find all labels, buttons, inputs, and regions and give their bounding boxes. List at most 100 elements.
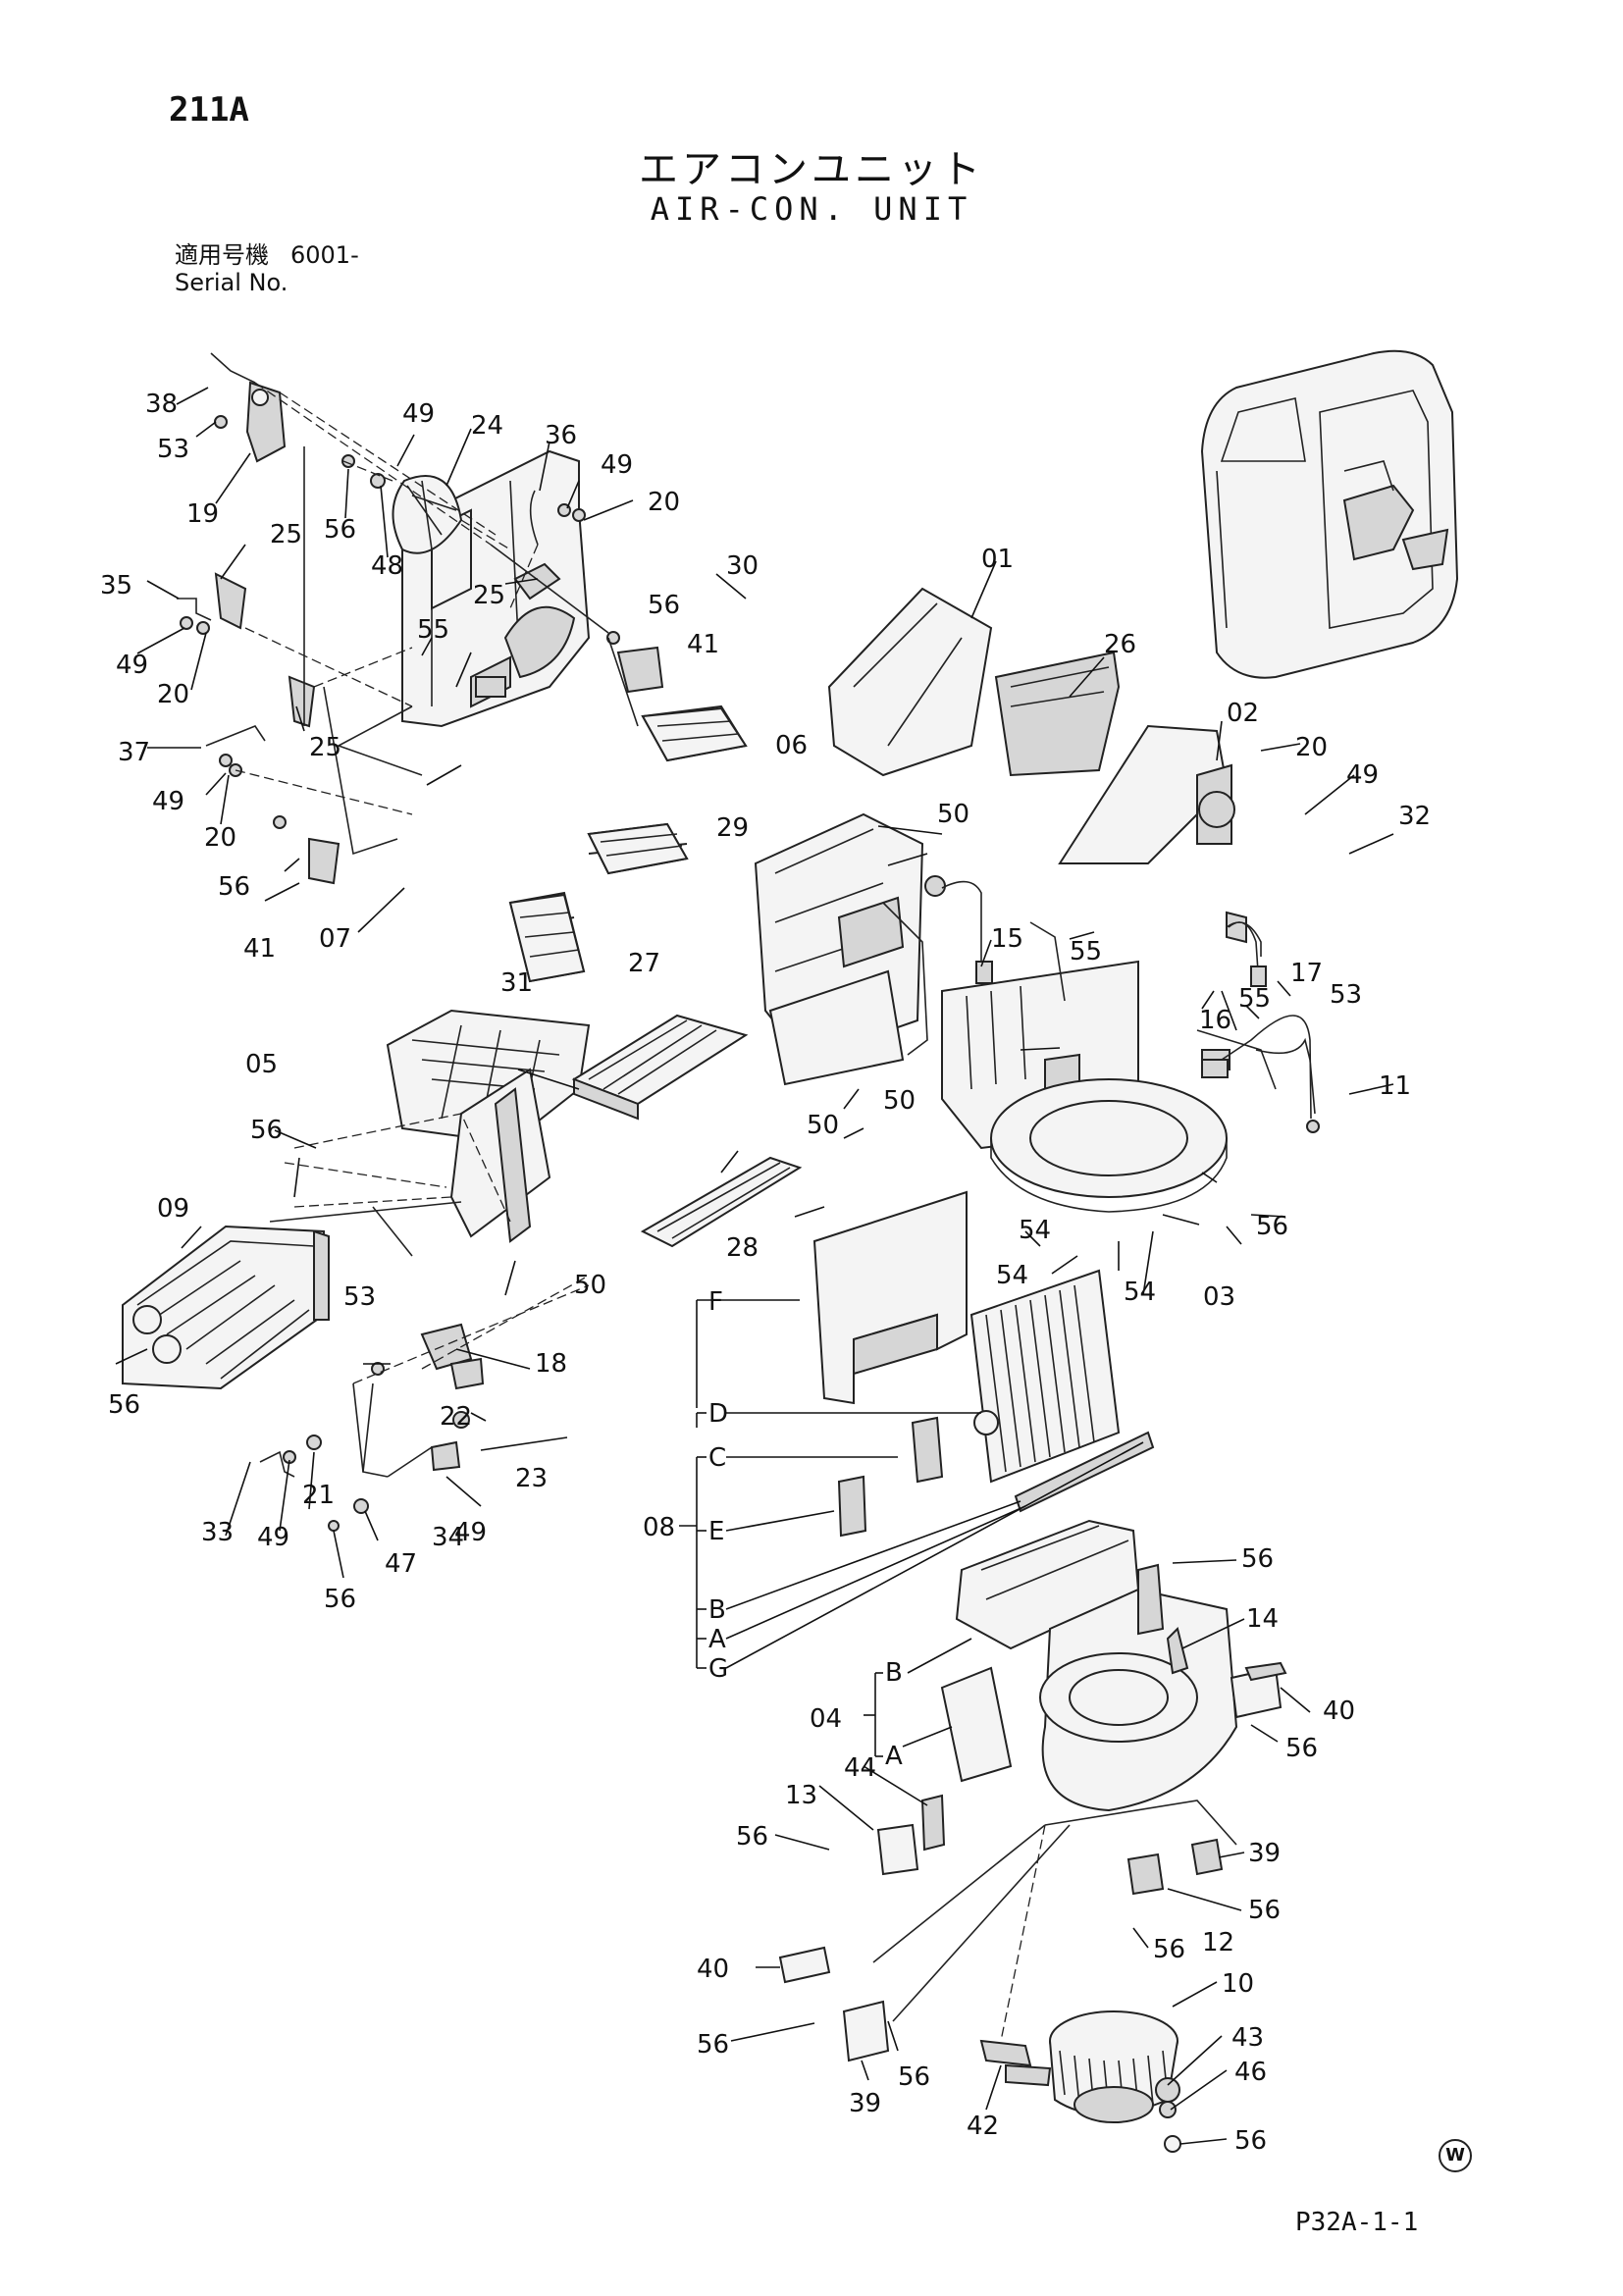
callout-12: 12 bbox=[1202, 1928, 1234, 1957]
callout-41-a: 41 bbox=[687, 630, 719, 659]
callout-32: 32 bbox=[1398, 802, 1431, 831]
callout-39-b: 39 bbox=[849, 2089, 881, 2118]
harnesses bbox=[924, 875, 1320, 1133]
callout-56-g: 56 bbox=[324, 1585, 356, 1614]
callout-56-b: 56 bbox=[648, 591, 680, 620]
callout-56-l: 56 bbox=[1153, 1935, 1185, 1964]
callout-04: 04 bbox=[810, 1704, 842, 1734]
callout-20-d: 20 bbox=[1295, 733, 1328, 762]
callout-36: 36 bbox=[545, 421, 577, 450]
callout-56-n: 56 bbox=[898, 2062, 930, 2092]
callout-41-b: 41 bbox=[243, 934, 276, 964]
callout-56-k: 56 bbox=[1248, 1896, 1281, 1925]
callout-56-i: 56 bbox=[1285, 1734, 1318, 1763]
callout-40-a: 40 bbox=[1323, 1696, 1355, 1726]
callout-50-c: 50 bbox=[883, 1086, 916, 1116]
callout-35: 35 bbox=[100, 571, 132, 600]
sub-E: E bbox=[708, 1517, 724, 1546]
callout-54-c: 54 bbox=[1124, 1278, 1156, 1307]
callout-50-b: 50 bbox=[807, 1111, 839, 1140]
callout-29: 29 bbox=[716, 813, 749, 843]
watermark-circle: W bbox=[1439, 2139, 1472, 2172]
callout-22: 22 bbox=[440, 1402, 472, 1432]
case-03-assembly bbox=[941, 911, 1316, 1213]
callout-56-j: 56 bbox=[736, 1822, 768, 1852]
title-japanese: エアコンユニット bbox=[639, 147, 984, 192]
serial-value: 6001- bbox=[290, 241, 359, 269]
callout-42: 42 bbox=[967, 2112, 999, 2141]
callout-05: 05 bbox=[245, 1050, 278, 1079]
drawing-code: P32A-1-1 bbox=[1295, 2208, 1419, 2237]
callout-56-h: 56 bbox=[1241, 1544, 1274, 1574]
callout-20-b: 20 bbox=[157, 680, 189, 709]
callout-53-c: 53 bbox=[343, 1282, 376, 1312]
callout-49-f: 49 bbox=[454, 1518, 487, 1547]
linkage-dash-lines bbox=[235, 382, 639, 856]
callout-55-b: 55 bbox=[1070, 937, 1102, 966]
callout-56-f: 56 bbox=[108, 1390, 140, 1420]
callout-03: 03 bbox=[1203, 1282, 1235, 1312]
callout-08: 08 bbox=[643, 1513, 675, 1542]
sub-D: D bbox=[708, 1399, 728, 1429]
callout-33: 33 bbox=[201, 1518, 234, 1547]
lower-case-04 bbox=[940, 1519, 1238, 1812]
title-english: AIR-CON. UNIT bbox=[650, 190, 973, 228]
callout-56-a: 56 bbox=[324, 515, 356, 545]
callout-40-b: 40 bbox=[697, 1955, 729, 1984]
leader-lines bbox=[115, 387, 1394, 2145]
callout-47: 47 bbox=[385, 1549, 417, 1579]
callout-19: 19 bbox=[186, 499, 219, 529]
callout-49-a: 49 bbox=[402, 399, 435, 429]
sub-A: A bbox=[708, 1625, 726, 1654]
callout-53-b: 53 bbox=[1330, 980, 1362, 1010]
sub-C: C bbox=[708, 1443, 726, 1473]
callout-20-c: 20 bbox=[204, 823, 236, 853]
callout-23: 23 bbox=[515, 1464, 548, 1493]
callout-46: 46 bbox=[1234, 2058, 1267, 2087]
callout-49-b: 49 bbox=[601, 450, 633, 480]
serial-label-ja: 適用号機 bbox=[175, 241, 269, 269]
callout-17: 17 bbox=[1290, 959, 1323, 988]
case-05-and-heater-09 bbox=[122, 1009, 591, 1390]
callout-18: 18 bbox=[535, 1349, 567, 1379]
page-number: 211A bbox=[169, 90, 249, 130]
callout-25-a: 25 bbox=[270, 520, 302, 549]
sub-04-A: A bbox=[885, 1742, 903, 1771]
filters-and-doors bbox=[508, 706, 803, 1248]
intake-assemblies bbox=[754, 587, 1235, 1086]
callout-50-d: 50 bbox=[574, 1271, 606, 1300]
callout-56-m: 56 bbox=[697, 2030, 729, 2060]
callout-10: 10 bbox=[1222, 1969, 1254, 1999]
serial-label-en: Serial No. bbox=[175, 269, 288, 296]
callout-14: 14 bbox=[1246, 1604, 1279, 1634]
callout-37: 37 bbox=[118, 738, 150, 767]
cab-illustration bbox=[1200, 349, 1459, 679]
sub-04-B: B bbox=[885, 1658, 903, 1688]
callout-27: 27 bbox=[628, 949, 660, 978]
linkage-parts-lower-left bbox=[259, 1275, 590, 1532]
callout-21: 21 bbox=[302, 1481, 335, 1510]
callout-49-e: 49 bbox=[1346, 760, 1379, 790]
callout-55-c: 55 bbox=[1238, 984, 1271, 1014]
callout-43: 43 bbox=[1231, 2023, 1264, 2053]
callout-20-a: 20 bbox=[648, 488, 680, 517]
callout-34: 34 bbox=[432, 1523, 464, 1552]
callout-07: 07 bbox=[319, 924, 351, 954]
callout-38: 38 bbox=[145, 390, 178, 419]
callout-13: 13 bbox=[785, 1781, 817, 1810]
callout-02: 02 bbox=[1227, 699, 1259, 728]
callout-labels: 38 53 19 49 24 56 48 36 49 20 25 35 49 2… bbox=[100, 390, 1431, 2156]
callout-55-a: 55 bbox=[417, 615, 449, 645]
callout-49-g: 49 bbox=[257, 1523, 289, 1552]
callout-28: 28 bbox=[726, 1233, 759, 1263]
callout-50-a: 50 bbox=[937, 800, 969, 829]
callout-30: 30 bbox=[726, 551, 759, 581]
callout-56-c: 56 bbox=[218, 872, 250, 902]
callout-49-d: 49 bbox=[152, 787, 184, 816]
callout-09: 09 bbox=[157, 1194, 189, 1224]
callout-56-d: 56 bbox=[250, 1116, 283, 1145]
callout-53-a: 53 bbox=[157, 435, 189, 464]
callout-11: 11 bbox=[1379, 1071, 1411, 1101]
callout-25-c: 25 bbox=[309, 733, 341, 762]
